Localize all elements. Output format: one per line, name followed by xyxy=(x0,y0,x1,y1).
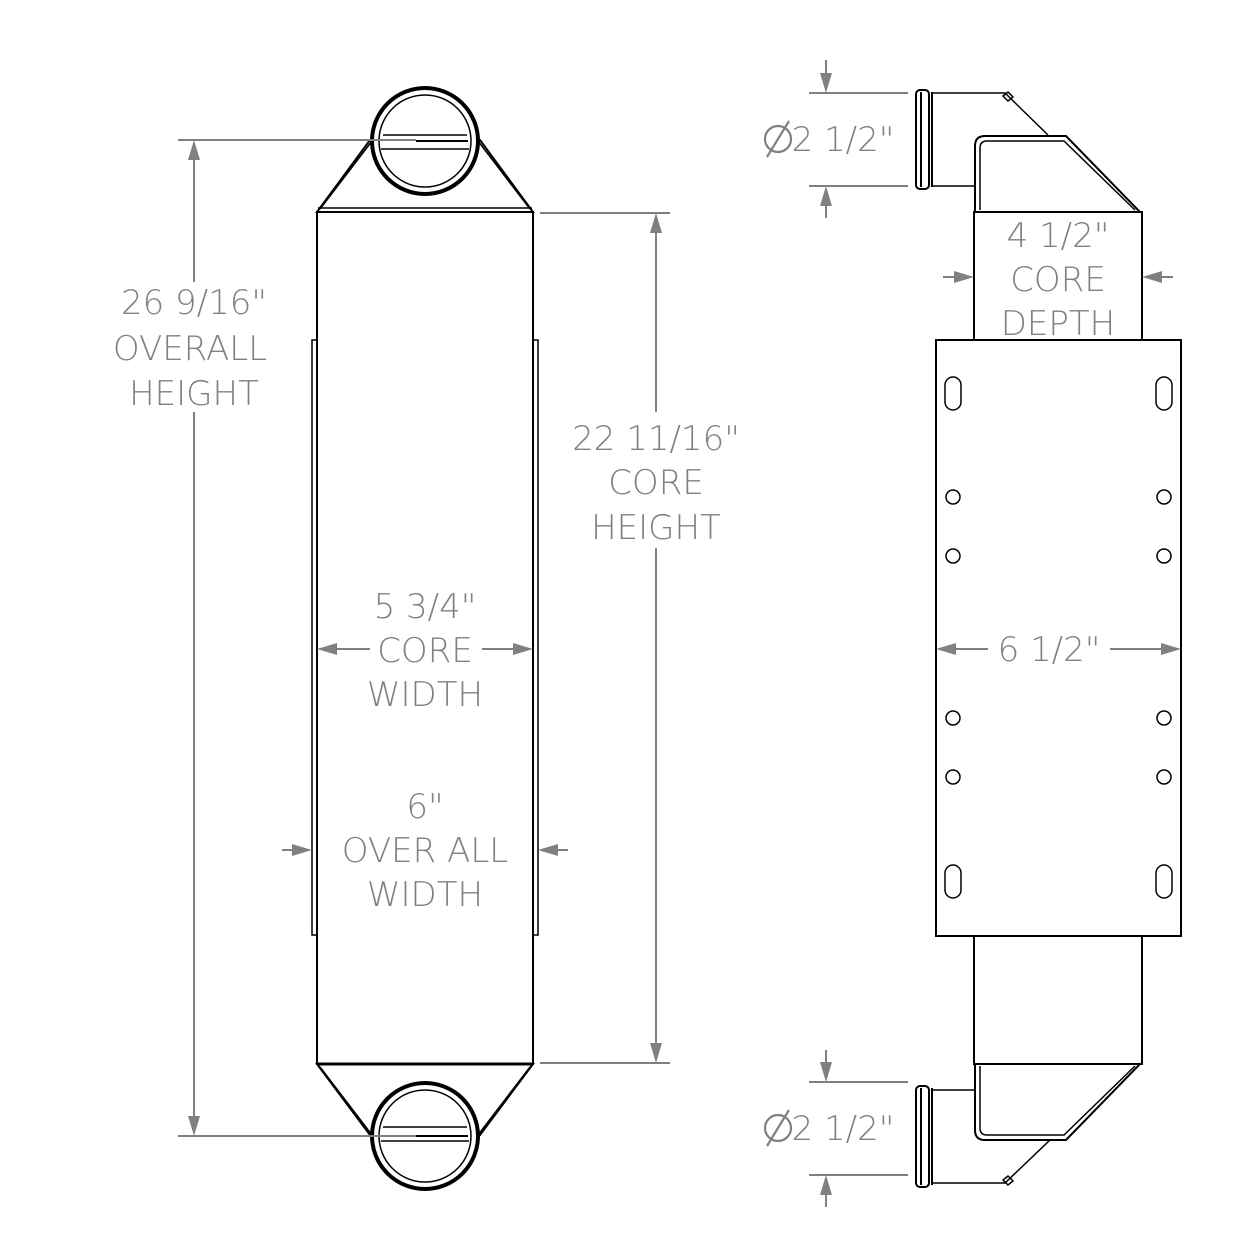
mounting-hole xyxy=(945,769,961,785)
mounting-slot xyxy=(1155,864,1173,899)
mounting-hole xyxy=(1156,489,1172,505)
core-depth-label-2: DEPTH xyxy=(1001,304,1116,344)
core-depth-dimension xyxy=(943,271,1173,283)
core-depth-lower xyxy=(973,935,1143,1065)
bottom-tank xyxy=(315,1062,535,1191)
core-width-label-2: WIDTH xyxy=(367,675,483,715)
mounting-bracket xyxy=(935,339,1182,937)
core-height-dimension xyxy=(540,212,670,1064)
side-top-tank xyxy=(915,89,1143,213)
mounting-hole xyxy=(1156,710,1172,726)
overall-width-value: 6" xyxy=(406,787,443,827)
diameter-symbol-icon xyxy=(763,124,793,154)
mounting-slot xyxy=(944,376,962,411)
core-depth-label-1: CORE xyxy=(1010,260,1106,300)
inlet-diameter-value: 2 1/2" xyxy=(792,120,895,160)
mounting-hole xyxy=(945,489,961,505)
mounting-hole xyxy=(945,548,961,564)
overall-width-dimension xyxy=(282,844,568,856)
core-height-label-1: CORE xyxy=(608,463,704,503)
core-height-value: 22 11/16" xyxy=(572,419,740,459)
outlet-diameter-dimension xyxy=(763,1050,908,1207)
front-view xyxy=(178,86,670,1191)
core-height-label-2: HEIGHT xyxy=(591,508,721,548)
overall-height-value: 26 9/16" xyxy=(121,283,267,323)
overall-height-label-2: HEIGHT xyxy=(129,374,259,414)
overall-width-label-1: OVER ALL xyxy=(342,831,508,871)
inlet-bead xyxy=(915,89,930,190)
core-body xyxy=(316,211,534,1065)
mounting-slot xyxy=(1155,376,1173,411)
mounting-hole xyxy=(1156,548,1172,564)
outlet-bead xyxy=(915,1085,930,1188)
core-width-label-1: CORE xyxy=(377,631,473,671)
diameter-symbol-icon xyxy=(763,1113,793,1143)
side-bottom-tank xyxy=(915,1063,1143,1188)
top-tank xyxy=(315,86,535,213)
core-width-value: 5 3/4" xyxy=(374,587,477,627)
bracket-width-value: 6 1/2" xyxy=(998,630,1101,670)
core-width-dimension xyxy=(317,643,533,655)
overall-height-label-1: OVERALL xyxy=(113,329,267,369)
mounting-hole xyxy=(945,710,961,726)
outlet-diameter-value: 2 1/2" xyxy=(792,1109,895,1149)
side-view xyxy=(763,60,1182,1207)
overall-width-label-2: WIDTH xyxy=(367,875,483,915)
overall-height-dimension xyxy=(178,139,416,1137)
core-depth-value: 4 1/2" xyxy=(1007,216,1110,256)
mounting-hole xyxy=(1156,769,1172,785)
bracket-width-dimension xyxy=(936,643,1181,655)
inlet-diameter-dimension xyxy=(763,60,908,218)
mounting-slot xyxy=(944,864,962,899)
